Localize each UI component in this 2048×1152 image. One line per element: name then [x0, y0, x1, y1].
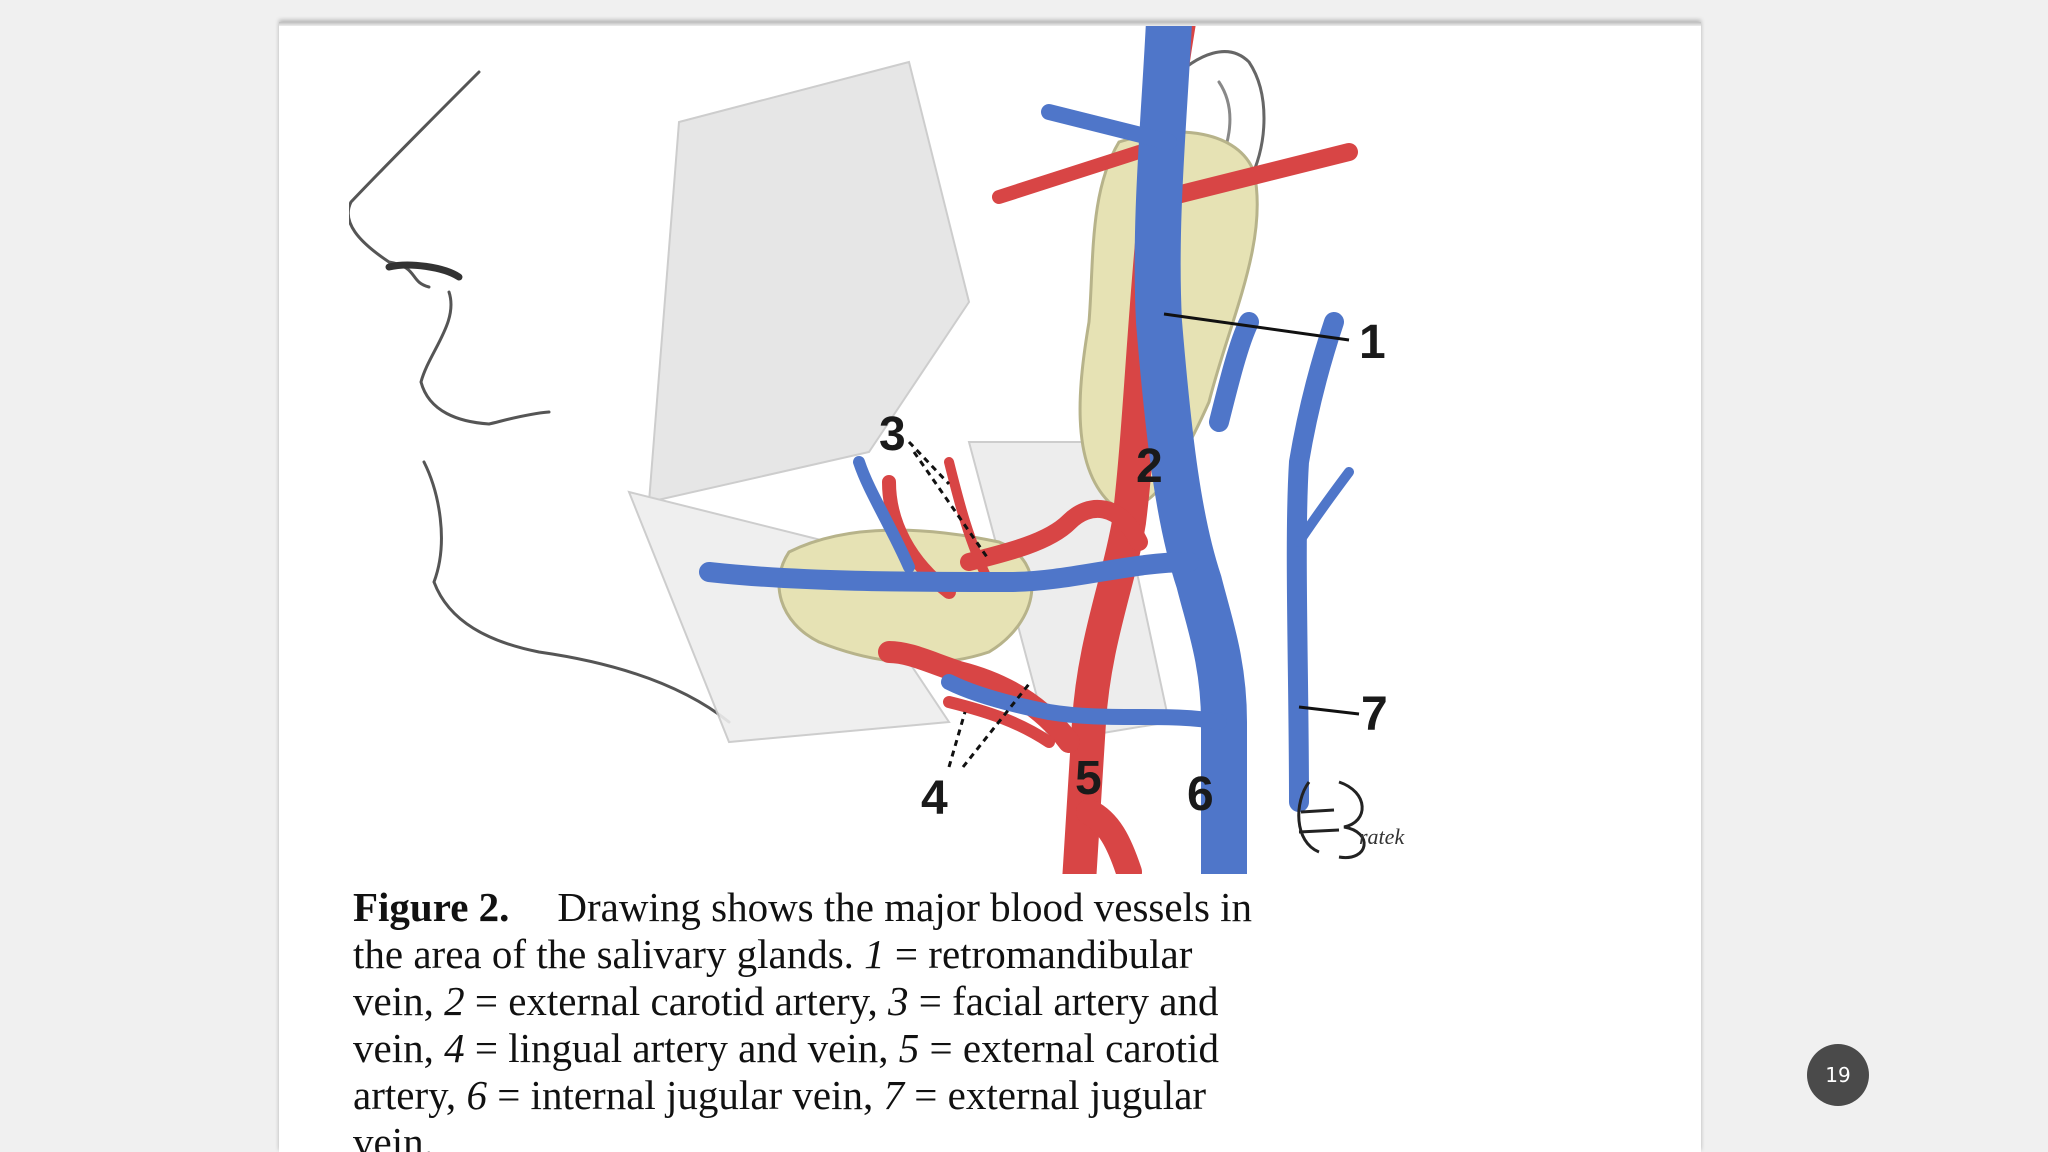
label-3: 3 [879, 408, 906, 461]
caption-number: 4 [444, 1025, 465, 1071]
caption-text: = retromandibular [894, 931, 1193, 977]
caption-text: Drawing shows the major blood vessels in [557, 884, 1253, 930]
caption-line-4: vein, 4 = lingual artery and vein, 5 = e… [353, 1025, 1553, 1072]
label-4: 4 [921, 772, 948, 825]
label-7: 7 [1361, 688, 1388, 741]
caption-line-1: Figure 2. Drawing shows the major blood v… [353, 884, 1553, 931]
artist-signature: ratek [1297, 780, 1405, 860]
slide-top-edge [279, 22, 1701, 26]
caption-line-6: vein. [353, 1119, 1553, 1152]
leader-lines [907, 312, 1360, 768]
caption-number: 1 [864, 931, 885, 977]
vessel-drawing: 1 2 3 4 5 6 7 ratek [349, 22, 1405, 874]
anatomy-figure: 1 2 3 4 5 6 7 ratek [349, 22, 1549, 874]
caption-text: vein, [353, 978, 434, 1024]
veins [699, 22, 1354, 874]
label-6: 6 [1187, 768, 1214, 821]
caption-line-3: vein, 2 = external carotid artery, 3 = f… [353, 978, 1553, 1025]
caption-number: 5 [898, 1025, 920, 1071]
caption-number: 2 [444, 978, 465, 1024]
caption-text: vein. [353, 1119, 434, 1152]
caption-number: 3 [888, 978, 909, 1024]
caption-text: = external carotid [929, 1025, 1219, 1071]
svg-text:ratek: ratek [1359, 824, 1405, 849]
caption-text: = lingual artery and vein, [474, 1025, 889, 1071]
caption-text: the area of the salivary glands. [353, 931, 854, 977]
slide: 1 2 3 4 5 6 7 ratek Figure 2. Drawing sho… [279, 22, 1701, 1152]
caption-text: = facial artery and [918, 978, 1219, 1024]
label-2: 2 [1136, 440, 1163, 493]
label-5: 5 [1075, 752, 1102, 805]
caption-heading: Figure 2. [353, 884, 510, 930]
figure-caption: Figure 2. Drawing shows the major blood v… [353, 884, 1553, 1152]
caption-text: = external jugular [914, 1072, 1207, 1118]
caption-text: artery, [353, 1072, 457, 1118]
page-number-badge[interactable]: 19 [1807, 1044, 1869, 1106]
caption-line-5: artery, 6 = internal jugular vein, 7 = e… [353, 1072, 1553, 1119]
caption-text: vein, [353, 1025, 434, 1071]
caption-number: 7 [883, 1072, 905, 1118]
caption-text: = external carotid artery, [474, 978, 878, 1024]
label-1: 1 [1359, 316, 1386, 369]
caption-line-2: the area of the salivary glands. 1 = ret… [353, 931, 1553, 978]
caption-text: = internal jugular vein, [497, 1072, 874, 1118]
caption-number: 6 [466, 1072, 487, 1118]
